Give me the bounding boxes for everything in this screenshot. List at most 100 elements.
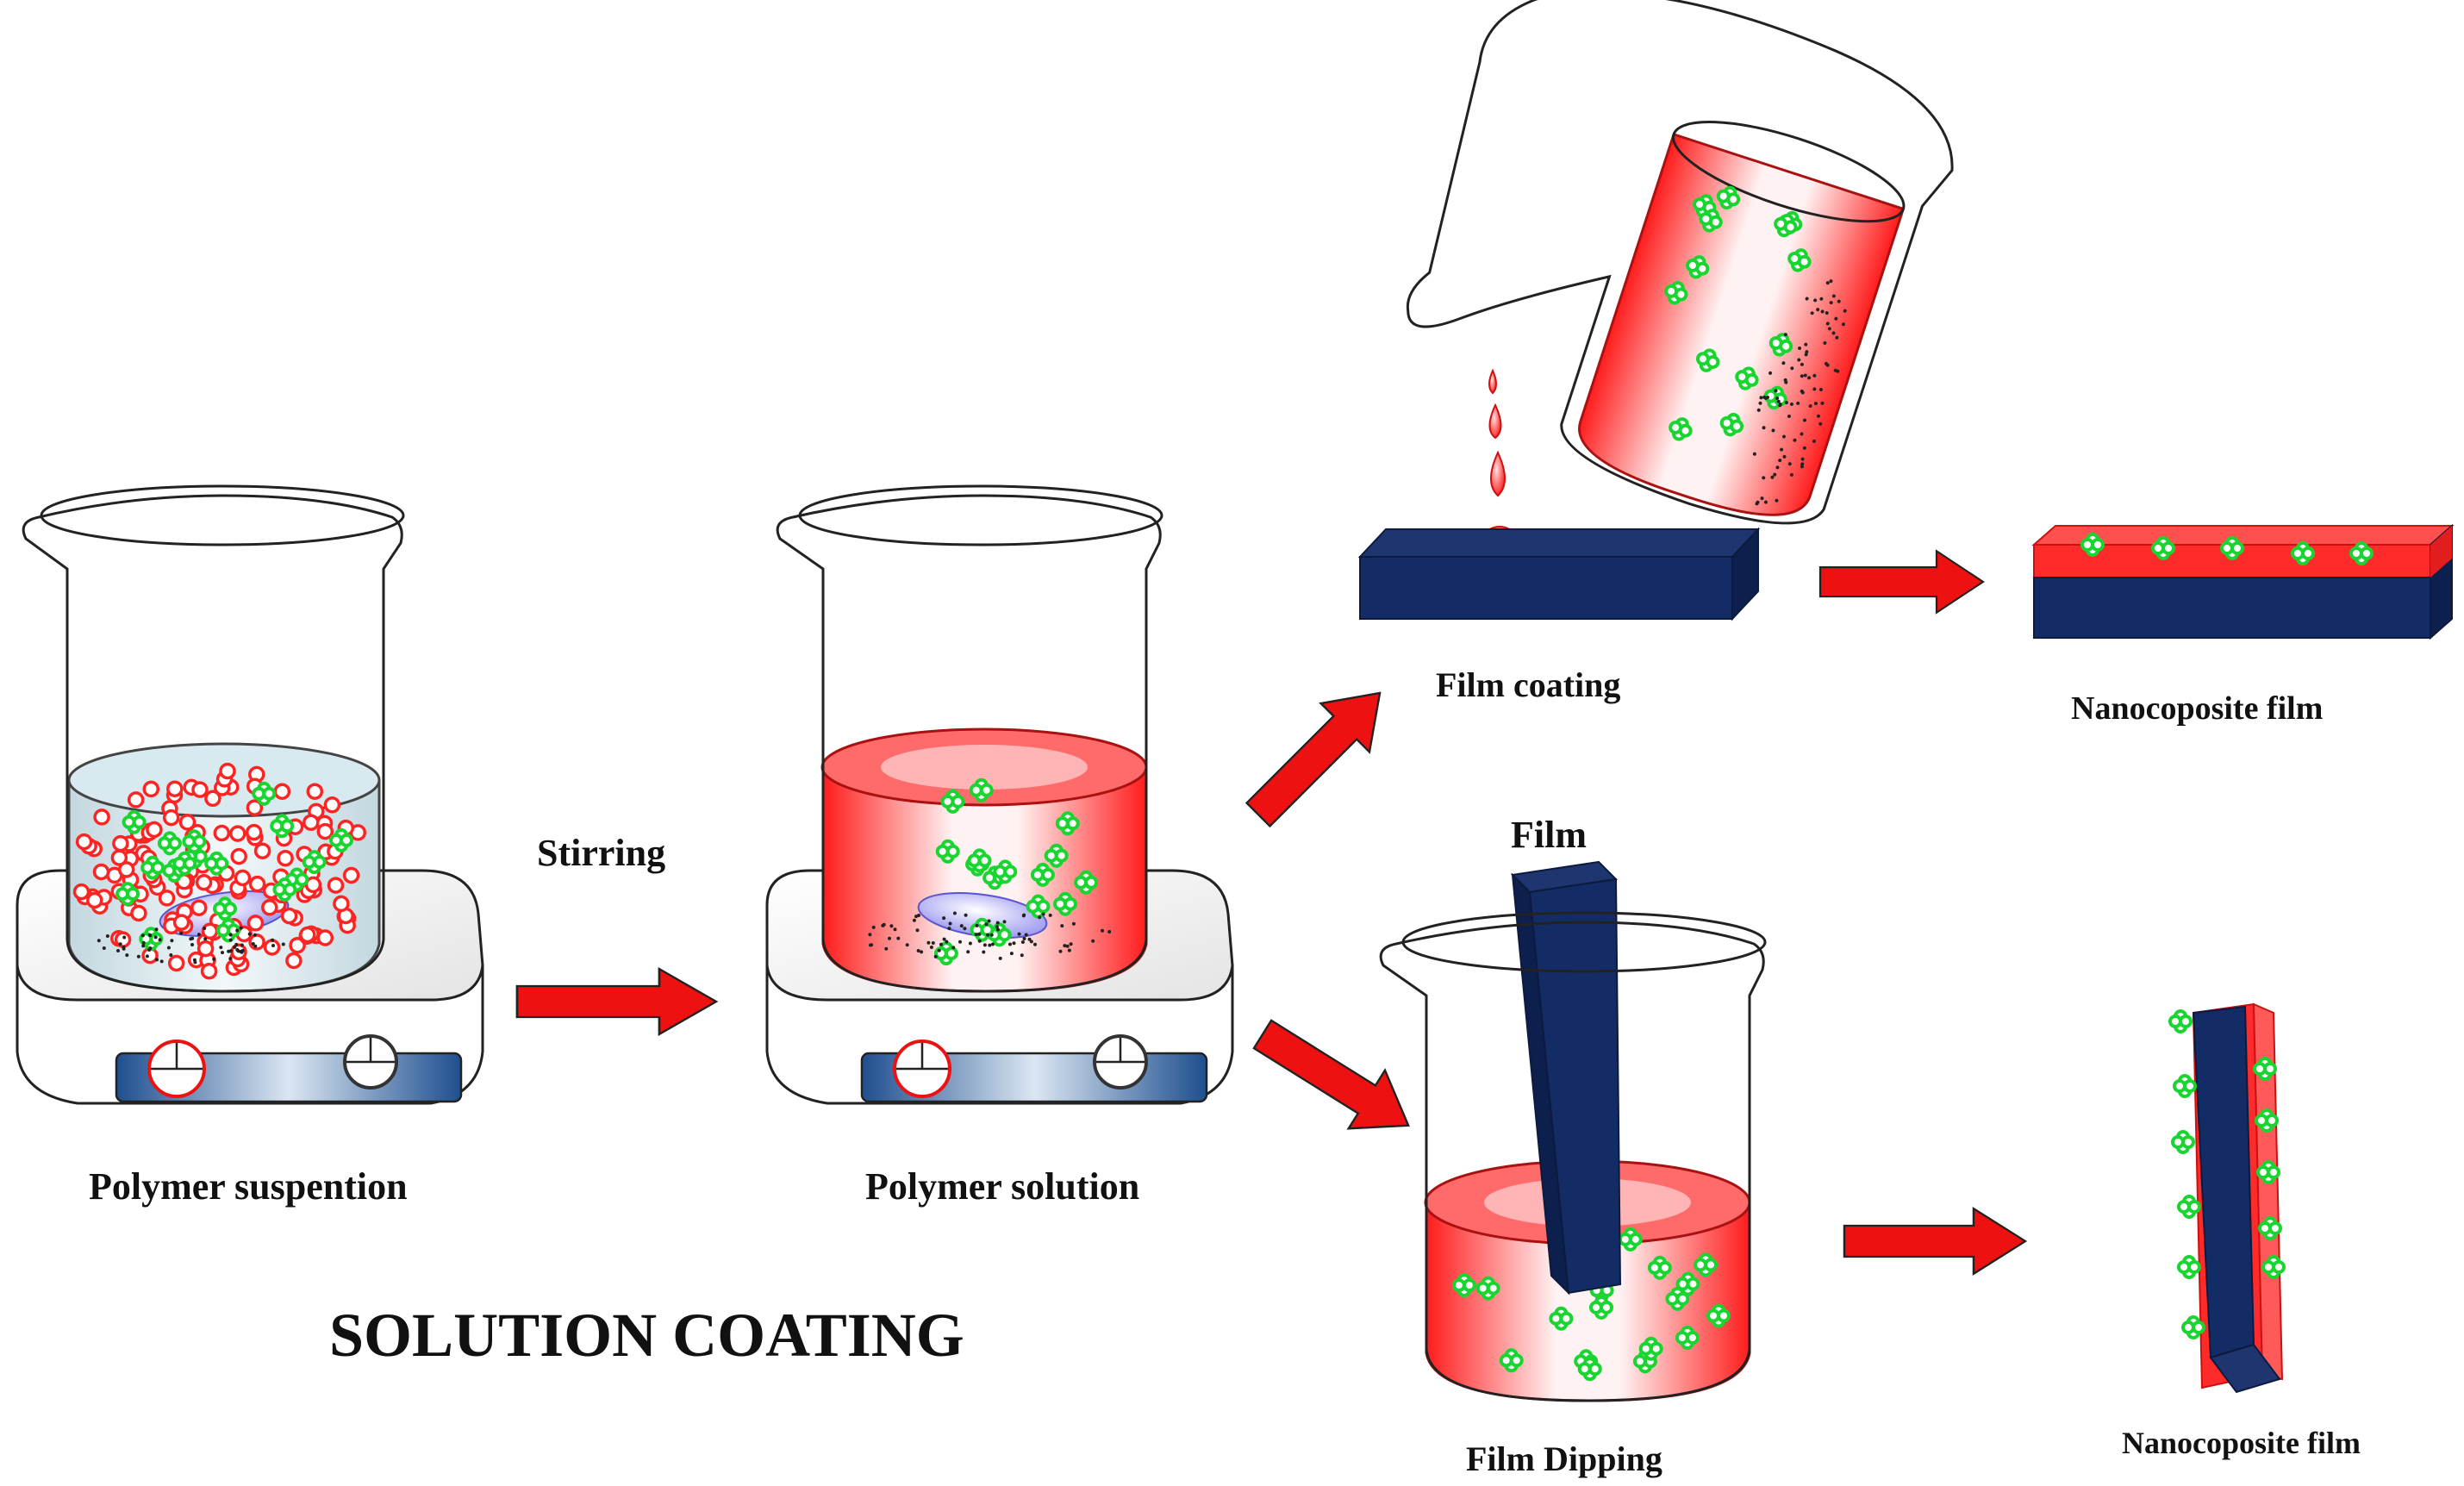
polymer-dot: [153, 935, 158, 940]
polymer-particle: [75, 833, 93, 851]
polymer-particle: [112, 834, 129, 852]
polymer-dot: [1781, 361, 1786, 365]
polymer-dot: [1775, 465, 1780, 470]
polymer-particle: [86, 891, 103, 909]
pour-particles: [1661, 183, 1847, 506]
polymer-particle: [234, 869, 252, 887]
polymer-dot: [1802, 446, 1806, 450]
polymer-particle: [229, 825, 246, 842]
polymer-dot: [1812, 387, 1817, 391]
polymer-particle: [213, 824, 231, 842]
polymer-particle: [263, 939, 281, 956]
polymer-dot: [916, 949, 920, 952]
polymer-particle: [92, 863, 110, 881]
polymer-dot: [990, 942, 995, 946]
polymer-dot: [1800, 390, 1805, 395]
polymer-dot: [1770, 475, 1775, 479]
polymer-dot: [154, 927, 159, 932]
polymer-dot: [995, 921, 1000, 925]
polymer-dot: [951, 946, 956, 950]
polymer-dot: [996, 927, 1000, 932]
polymer-dot: [1819, 297, 1824, 301]
suspension-particles: [72, 762, 367, 980]
polymer-dot: [1798, 347, 1802, 351]
diagram-title: SOLUTION COATING: [329, 1301, 964, 1370]
arrow-coating-to-nanocomposite: [1818, 550, 1985, 614]
substrate-film-coating: [1357, 527, 1761, 621]
film-coating-label: Film coating: [1436, 665, 1620, 704]
polymer-dot: [1069, 942, 1073, 946]
polymer-dot: [1800, 362, 1804, 366]
polymer-dot: [253, 933, 257, 937]
polymer-dot: [964, 913, 968, 917]
polymer-dot: [228, 938, 233, 942]
polymer-dot: [889, 924, 894, 928]
polymer-dot: [959, 924, 964, 928]
polymer-dot: [1825, 281, 1830, 285]
polymer-dot: [221, 951, 224, 955]
polymer-dot: [893, 927, 897, 932]
polymer-dot: [1782, 454, 1787, 459]
polymer-dot: [1763, 500, 1768, 504]
polymer-dot: [281, 942, 285, 946]
polymer-dot: [1803, 418, 1807, 422]
polymer-dot: [905, 943, 909, 947]
polymer-dot: [235, 928, 240, 933]
polymer-particle: [285, 952, 303, 970]
polymer-dot: [251, 942, 255, 946]
polymer-dot: [1091, 939, 1095, 943]
polymer-dot: [1784, 380, 1788, 384]
polymer-dot: [1789, 472, 1793, 477]
polymer-dot: [1813, 402, 1818, 406]
polymer-dot: [1800, 465, 1804, 469]
polymer-dot: [1841, 322, 1845, 327]
polymer-dot: [952, 911, 957, 915]
polymer-dot: [1803, 373, 1807, 378]
polymer-dot: [1038, 915, 1042, 920]
polymer-particle: [200, 962, 218, 980]
polymer-dot: [942, 916, 946, 921]
polymer-dot: [871, 925, 876, 929]
polymer-dot: [896, 936, 901, 940]
polymer-dot: [105, 934, 109, 938]
polymer-particle: [191, 781, 209, 798]
polymer-dot: [1063, 944, 1067, 948]
polymer-dot: [1818, 421, 1823, 426]
polymer-dot: [914, 915, 918, 919]
polymer-dot: [988, 943, 992, 947]
beaker-film-dipping: [1379, 860, 1767, 1402]
polymer-particle: [248, 875, 266, 893]
polymer-dot: [1041, 912, 1045, 916]
polymer-dot: [1022, 937, 1026, 940]
polymer-dot: [102, 946, 106, 950]
polymer-dot: [1827, 327, 1831, 331]
polymer-dot: [888, 936, 891, 940]
polymer-dot: [982, 943, 987, 947]
polymer-dot: [1773, 472, 1777, 477]
polymer-dot: [1813, 298, 1818, 303]
polymer-dot: [140, 933, 145, 938]
polymer-dot: [1009, 952, 1014, 956]
polymer-dot: [234, 942, 239, 946]
polymer-dot: [118, 942, 122, 946]
polymer-dot: [1022, 913, 1026, 917]
polymer-dot: [203, 937, 208, 941]
polymer-particle: [146, 821, 163, 839]
polymer-dot: [240, 949, 245, 952]
polymer-dot: [1759, 396, 1763, 400]
polymer-dot: [868, 933, 872, 937]
polymer-dot: [974, 933, 978, 937]
polymer-dot: [203, 927, 207, 930]
polymer-dot: [1837, 299, 1841, 303]
polymer-dot: [190, 936, 195, 940]
polymer-particle: [204, 790, 221, 808]
polymer-dot: [219, 946, 223, 950]
polymer-particle: [93, 809, 110, 826]
polymer-dot: [1823, 340, 1827, 345]
polymer-dot: [939, 942, 943, 946]
polymer-particle: [333, 895, 350, 913]
polymer-dot: [170, 939, 174, 943]
polymer-dot: [158, 938, 162, 942]
polymer-dot: [212, 957, 216, 961]
polymer-particle: [316, 929, 334, 946]
